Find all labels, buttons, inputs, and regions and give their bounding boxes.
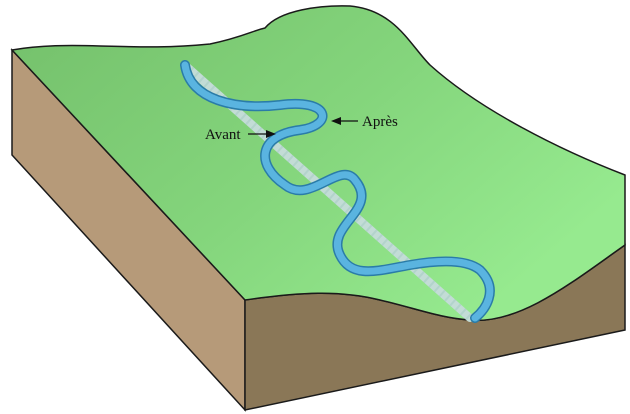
- meandering-river: [181, 61, 494, 322]
- after-arrow-head: [331, 117, 341, 125]
- before-label: Avant: [205, 127, 241, 143]
- after-annotation: Après: [331, 114, 398, 130]
- land-surface: [10, 5, 626, 322]
- after-label: Après: [362, 114, 398, 130]
- before-annotation: Avant: [205, 127, 276, 143]
- before-arrow-head: [266, 130, 276, 138]
